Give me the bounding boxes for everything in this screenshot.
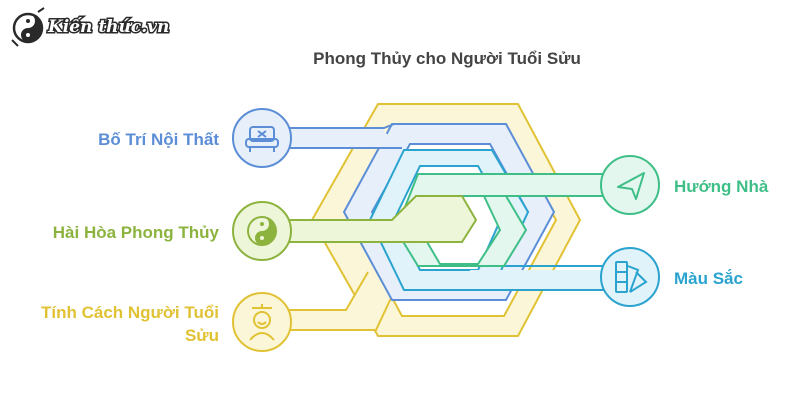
- ox-person-icon: [249, 304, 275, 341]
- node-hai-hoa: Hài Hòa Phong Thủy: [53, 201, 292, 261]
- logo-text: Kiến thức.vn: [47, 17, 169, 37]
- label-tinh-cach-line1: Tính Cách Người Tuổi: [41, 303, 219, 322]
- connector-hai-hoa: [261, 195, 478, 243]
- connector-huong-nha: [394, 173, 613, 267]
- sofa-icon: [245, 126, 279, 152]
- logo: Kiến thức.vn: [11, 7, 171, 47]
- label-mau-sac: Màu Sắc: [674, 269, 743, 288]
- node-tinh-cach: Tính Cách Người Tuổi Sửu: [41, 292, 292, 352]
- yin-yang-icon: [247, 216, 277, 246]
- label-tinh-cach-line2: Sửu: [185, 326, 219, 345]
- node-mau-sac: Màu Sắc: [600, 247, 743, 307]
- label-huong-nha: Hướng Nhà: [674, 177, 769, 196]
- label-hai-hoa: Hài Hòa Phong Thủy: [53, 223, 220, 242]
- page-title: Phong Thủy cho Người Tuổi Sửu: [313, 49, 581, 68]
- color-swatch-icon: [615, 261, 648, 293]
- label-bo-tri: Bố Trí Nội Thất: [98, 130, 219, 149]
- navigation-arrow-icon: [617, 172, 645, 200]
- yin-yang-icon: [11, 7, 45, 47]
- node-huong-nha: Hướng Nhà: [600, 155, 769, 215]
- node-bo-tri: Bố Trí Nội Thất: [98, 108, 292, 168]
